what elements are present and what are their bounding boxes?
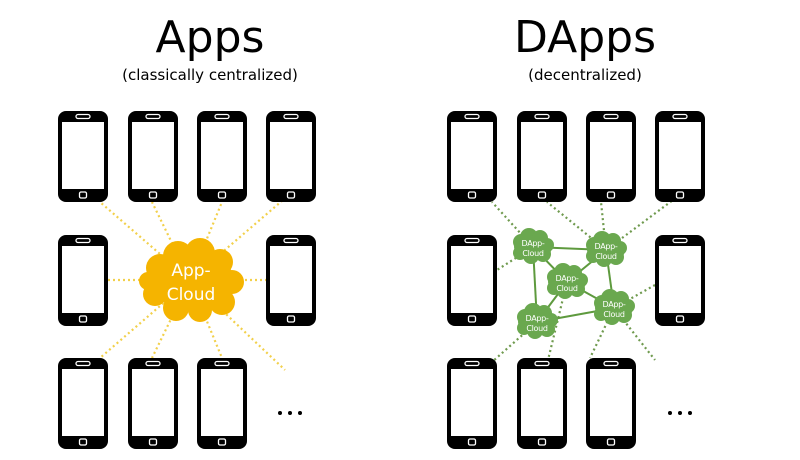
phone-node-link bbox=[605, 199, 674, 251]
dapp-cloud-label-line1: DApp- bbox=[594, 242, 617, 251]
phone-node-link bbox=[599, 201, 608, 251]
smartphone-icon bbox=[57, 234, 109, 327]
app-cloud-label-line1: App- bbox=[171, 261, 210, 281]
dapp-cloud-label-line1: DApp- bbox=[555, 274, 578, 283]
dapp-cloud-label-line2: Cloud bbox=[526, 324, 548, 333]
app-cloud-hub: App- Cloud bbox=[139, 238, 244, 322]
smartphone-icon bbox=[127, 110, 179, 203]
apps-subtitle: (classically centralized) bbox=[122, 66, 298, 84]
phone-node-link bbox=[496, 246, 534, 271]
smartphone-icon bbox=[446, 110, 498, 203]
cloud-icon bbox=[513, 228, 554, 264]
dapp-cloud-node: DApp-Cloud bbox=[513, 228, 554, 264]
cloud-icon bbox=[517, 303, 558, 339]
dapp-cloud-label-line2: Cloud bbox=[556, 284, 578, 293]
dapp-cloud-node: DApp-Cloud bbox=[517, 303, 558, 339]
apps-title: Apps bbox=[155, 12, 265, 63]
smartphone-icon bbox=[654, 234, 706, 327]
dapp-cloud-label-line2: Cloud bbox=[595, 252, 617, 261]
cloud-icon bbox=[586, 231, 627, 267]
smartphone-icon bbox=[585, 357, 637, 450]
dapp-cloud-label-line1: DApp- bbox=[525, 314, 548, 323]
smartphone-icon bbox=[446, 234, 498, 327]
phone-node-link bbox=[589, 307, 615, 359]
smartphone-icon bbox=[516, 110, 568, 203]
dapp-cloud-node: DApp-Cloud bbox=[547, 263, 588, 299]
dapps-subtitle: (decentralized) bbox=[528, 66, 642, 84]
smartphone-icon bbox=[127, 357, 179, 450]
dapps-title: DApps bbox=[514, 12, 656, 63]
smartphone-icon bbox=[446, 357, 498, 450]
smartphone-icon bbox=[585, 110, 637, 203]
smartphone-icon bbox=[196, 357, 248, 450]
cloud-icon bbox=[139, 238, 244, 322]
smartphone-icon bbox=[516, 357, 568, 450]
dapp-cloud-label-line1: DApp- bbox=[602, 300, 625, 309]
cloud-icon bbox=[594, 289, 635, 325]
smartphone-icon bbox=[654, 110, 706, 203]
smartphone-icon bbox=[57, 110, 109, 203]
smartphone-icon bbox=[265, 110, 317, 203]
more-devices-ellipsis-right bbox=[668, 411, 692, 415]
spoke-link bbox=[188, 201, 224, 281]
cloud-icon bbox=[547, 263, 588, 299]
smartphone-icon bbox=[57, 357, 109, 450]
more-devices-ellipsis-left bbox=[278, 411, 302, 415]
dapp-cloud-label-line1: DApp- bbox=[521, 239, 544, 248]
dapp-cloud-node: DApp-Cloud bbox=[594, 289, 635, 325]
spoke-link bbox=[188, 279, 224, 359]
dapp-cloud-node: DApp-Cloud bbox=[586, 231, 627, 267]
smartphone-icon bbox=[265, 234, 317, 327]
app-cloud-label-line2: Cloud bbox=[167, 285, 216, 305]
dapp-cloud-label-line2: Cloud bbox=[522, 249, 544, 258]
smartphone-icon bbox=[196, 110, 248, 203]
dapp-cloud-nodes: DApp-CloudDApp-CloudDApp-CloudDApp-Cloud… bbox=[513, 228, 635, 339]
dapp-cloud-label-line2: Cloud bbox=[603, 310, 625, 319]
